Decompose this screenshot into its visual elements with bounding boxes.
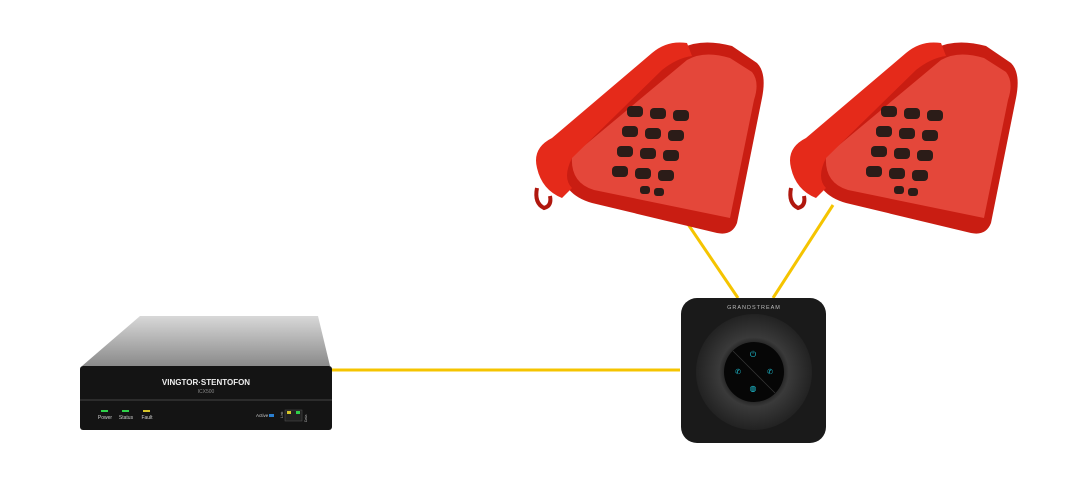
link-phone2-ata (771, 204, 835, 299)
power-icon: ⏻ (750, 350, 757, 359)
port-link-label: Link (280, 411, 284, 418)
phone-line-1-icon: ✆ (735, 368, 741, 376)
grandstream-ata: GRANDSTREAM ⏻ ✆ ✆ ◍ (681, 298, 826, 443)
active-label: Active (256, 413, 269, 418)
phone-1 (534, 40, 766, 236)
led-status: Status (119, 415, 134, 421)
led-fault: Fault (141, 415, 153, 421)
intercom-server: VINGTOR·STENTOFON ICX500 Power Status Fa… (80, 316, 332, 430)
ata-brand: GRANDSTREAM (727, 305, 781, 311)
ethernet-port (284, 409, 303, 422)
led-power: Power (98, 415, 113, 421)
phone-line-2-icon: ✆ (767, 368, 773, 376)
internet-icon: ◍ (750, 384, 757, 393)
server-brand: VINGTOR·STENTOFON (162, 378, 250, 387)
server-model: ICX500 (198, 389, 215, 395)
port-data-label: Data (304, 415, 308, 422)
phone-2 (788, 40, 1020, 236)
